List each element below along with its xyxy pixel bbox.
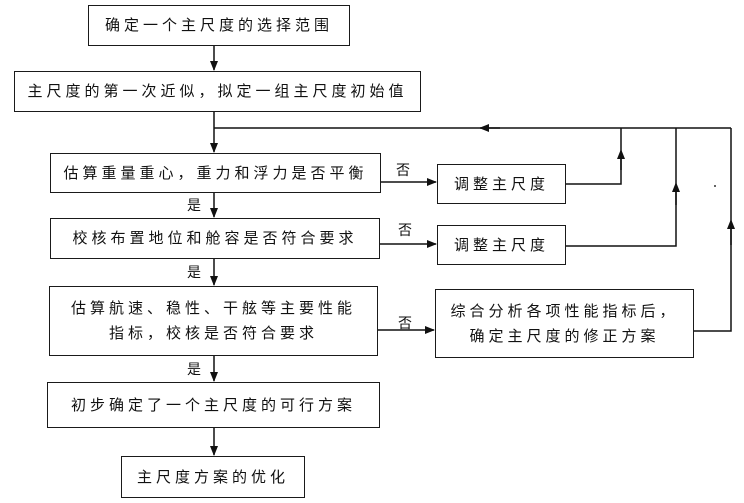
step-performance-check-line2: 指标，校核是否符合要求 <box>108 324 318 342</box>
step-feasible-plan-text: 初步确定了一个主尺度的可行方案 <box>70 395 356 414</box>
feedback-adjust-2 <box>566 185 677 247</box>
step-select-range: 确定一个主尺度的选择范围 <box>88 5 350 46</box>
no-label-2: 否 <box>398 223 412 239</box>
step-first-approx: 主尺度的第一次近似，拟定一组主尺度初始值 <box>14 71 421 112</box>
adjust-box-2-text: 调整主尺度 <box>453 235 549 254</box>
adjust-box-2: 调整主尺度 <box>437 225 566 265</box>
adjust-box-1-text: 调整主尺度 <box>453 174 549 193</box>
step-layout-check-text: 校核布置地位和舱容是否符合要求 <box>72 229 358 247</box>
adjust-box-1: 调整主尺度 <box>437 164 566 204</box>
yes-label-3: 是 <box>187 362 201 378</box>
step-layout-check: 校核布置地位和舱容是否符合要求 <box>50 218 380 259</box>
step-first-approx-text: 主尺度的第一次近似，拟定一组主尺度初始值 <box>27 82 408 100</box>
feedback-revise <box>694 222 732 332</box>
stray-dot <box>714 185 716 187</box>
revise-box-line1: 综合分析各项性能指标后， <box>450 301 679 320</box>
yes-label-1: 是 <box>187 198 201 214</box>
step-optimization: 主尺度方案的优化 <box>121 456 305 498</box>
step-feasible-plan: 初步确定了一个主尺度的可行方案 <box>47 382 380 428</box>
step-select-range-text: 确定一个主尺度的选择范围 <box>104 16 333 34</box>
revise-box-line2: 确定主尺度的修正方案 <box>469 326 660 345</box>
feedback-adjust-1 <box>566 152 622 185</box>
step-balance-check: 估算重量重心，重力和浮力是否平衡 <box>50 153 381 193</box>
step-optimization-text: 主尺度方案的优化 <box>136 467 289 486</box>
no-label-3: 否 <box>398 316 412 332</box>
step-performance-check-line1: 估算航速、稳性、干舷等主要性能 <box>70 299 356 317</box>
step-performance-check: 估算航速、稳性、干舷等主要性能 指标，校核是否符合要求 <box>49 286 378 356</box>
yes-label-2: 是 <box>187 265 201 281</box>
step-balance-check-text: 估算重量重心，重力和浮力是否平衡 <box>63 163 368 182</box>
no-label-1: 否 <box>396 163 410 179</box>
revise-box: 综合分析各项性能指标后， 确定主尺度的修正方案 <box>435 289 694 358</box>
